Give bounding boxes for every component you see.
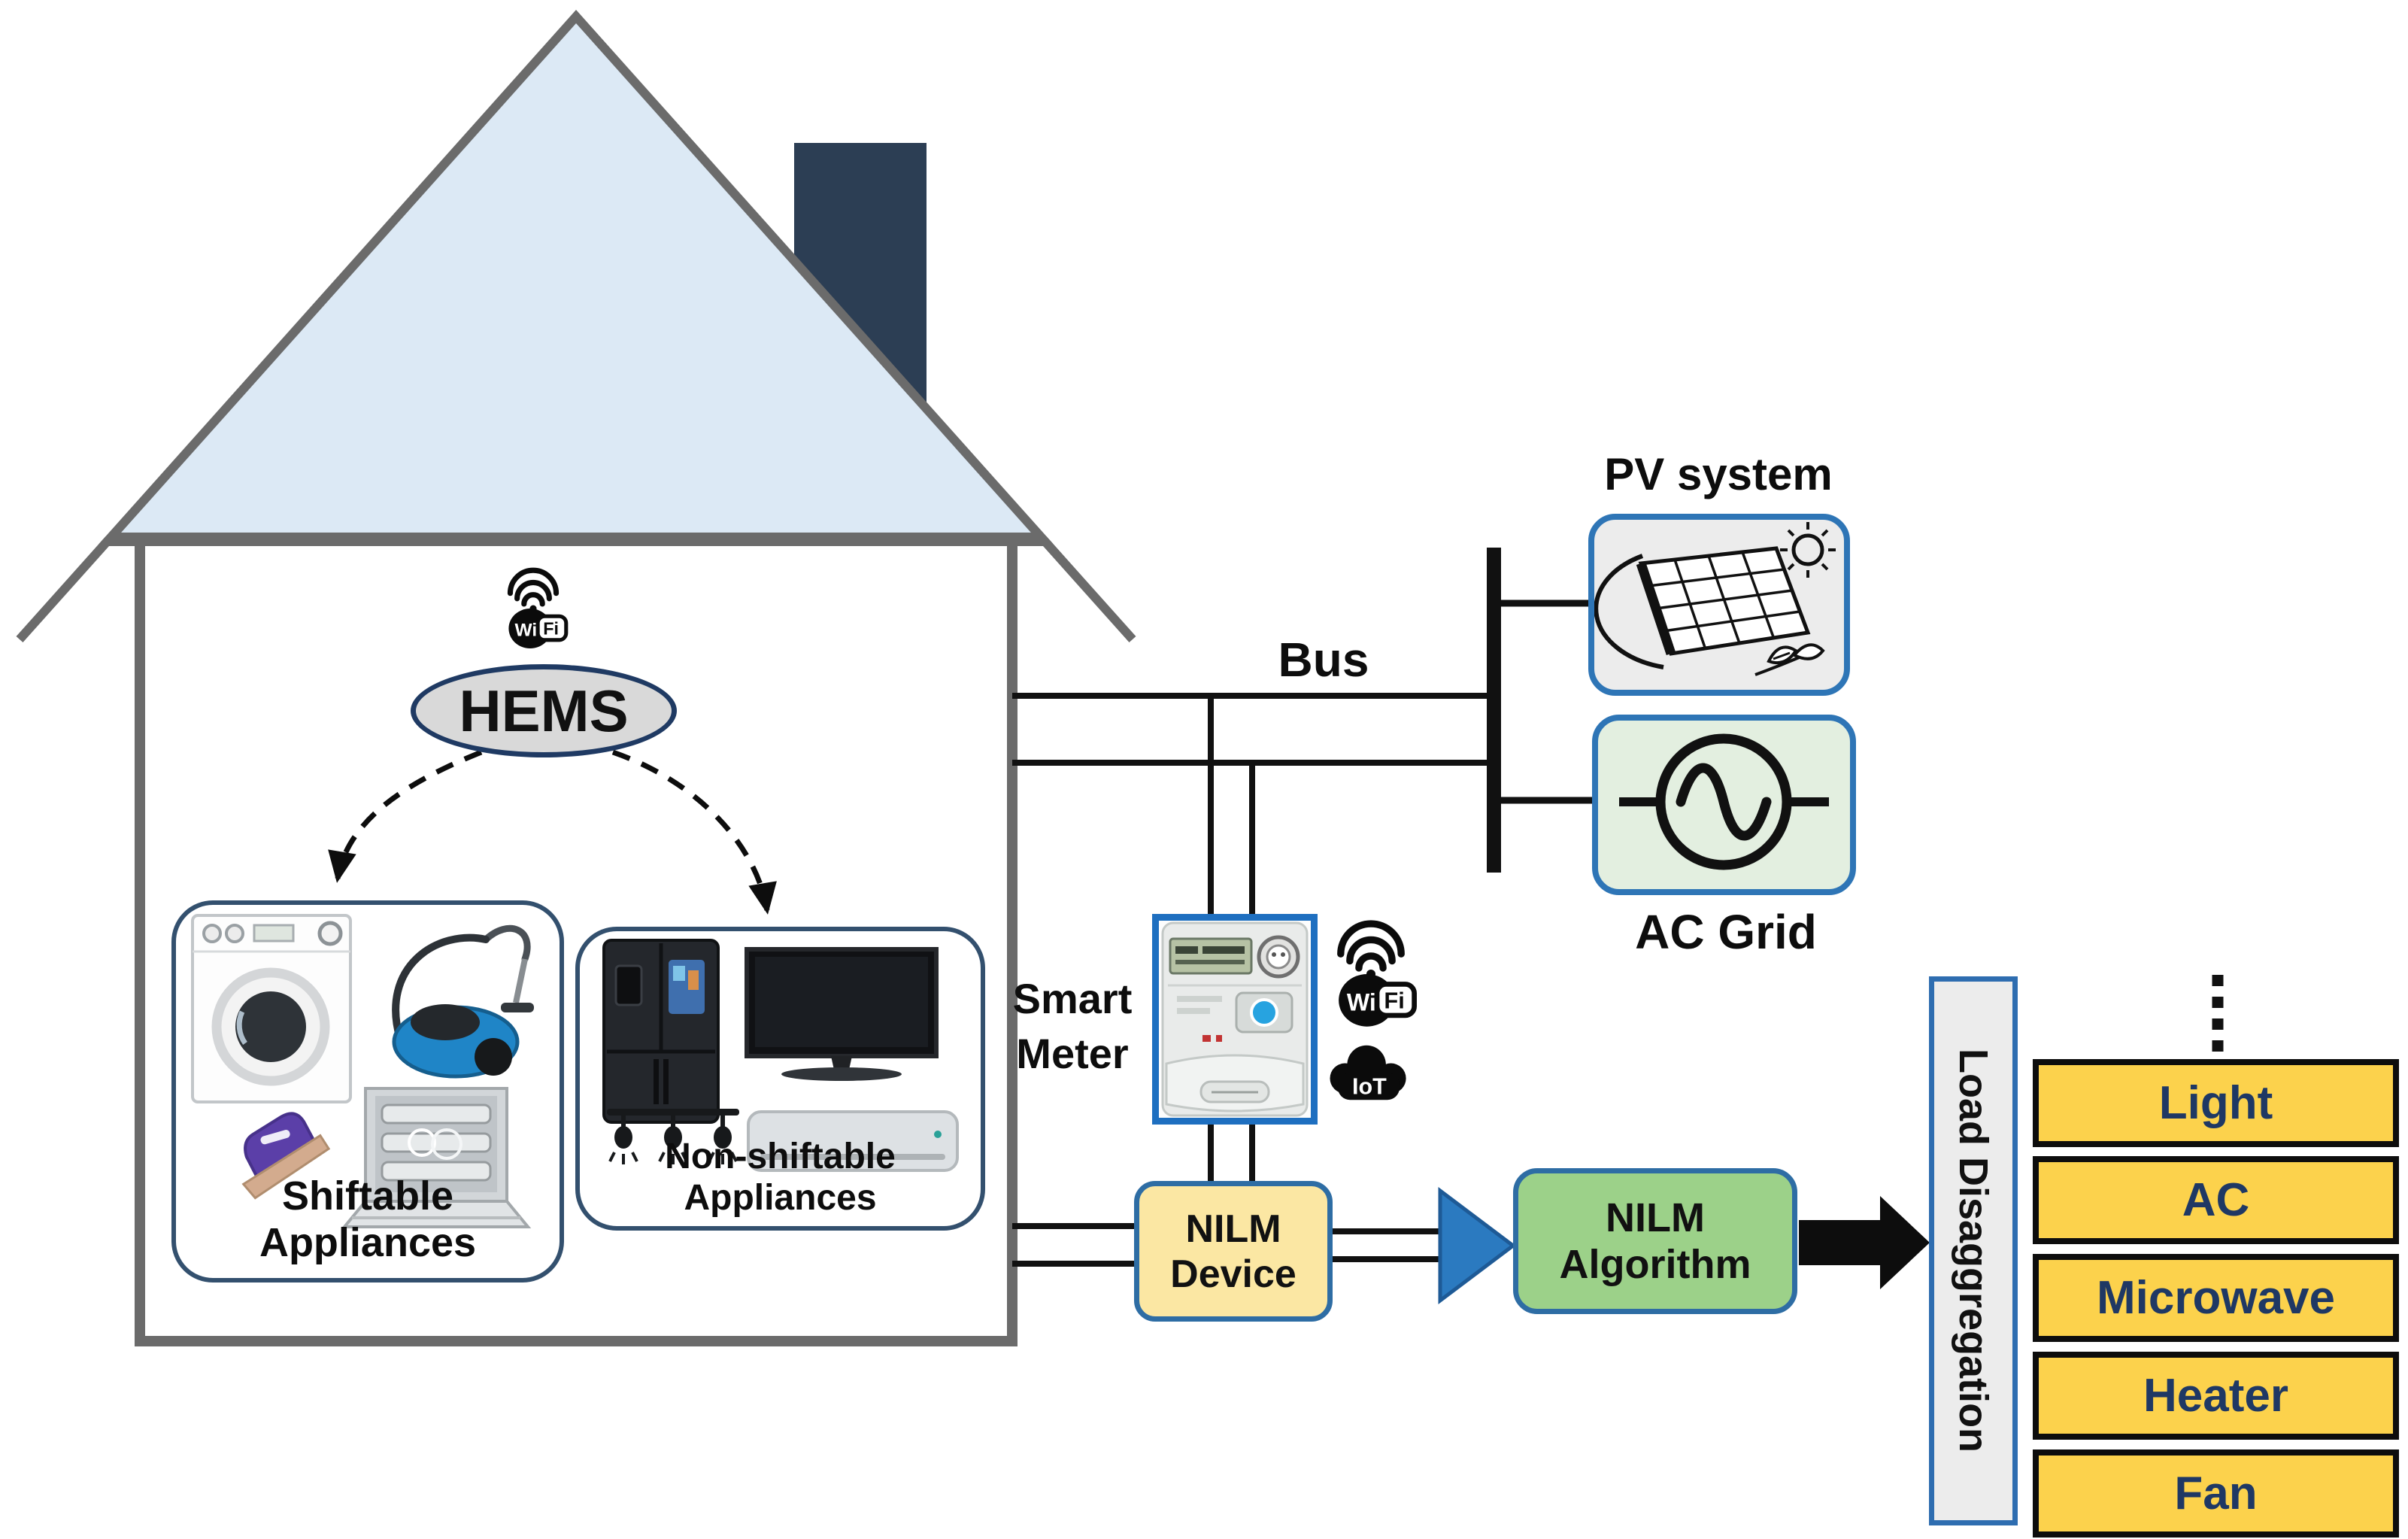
hems-label: HEMS	[459, 677, 629, 744]
smart-meter-box	[1152, 914, 1318, 1125]
nilm-device-box: NILM Device	[1134, 1181, 1333, 1322]
pv-system-box	[1588, 514, 1850, 696]
ac-sine-wave-icon	[1619, 733, 1829, 870]
output-heater: Heater	[2033, 1352, 2399, 1440]
output-microwave-label: Microwave	[2096, 1272, 2336, 1324]
wifi-icon: Wi Fi	[1337, 920, 1417, 1027]
hems-arrow-right	[611, 749, 777, 915]
panel-grid	[1636, 546, 1811, 656]
output-light-label: Light	[2158, 1077, 2273, 1129]
black-arrow	[1799, 1196, 1930, 1289]
smart-meter-label-line2: Meter	[1016, 1029, 1129, 1077]
solar-panel-icon	[1594, 522, 1836, 676]
nilm-algorithm-line2: Algorithm	[1559, 1242, 1751, 1287]
nonshiftable-appliances-box: Non-shiftable Appliances	[575, 927, 985, 1231]
roof-eave-right	[1039, 536, 1136, 643]
nonshiftable-label: Non-shiftable Appliances	[665, 1137, 896, 1218]
pv-system-label: PV system	[1604, 449, 1833, 499]
roof-eave-left	[16, 536, 113, 643]
blue-arrow	[1438, 1186, 1517, 1305]
bus-label: Bus	[1278, 633, 1369, 687]
dishwasher-icon	[341, 1087, 532, 1228]
washing-machine-icon	[191, 914, 352, 1103]
ac-grid-box	[1592, 715, 1856, 895]
nilm-algorithm-box: NILM Algorithm	[1513, 1168, 1797, 1314]
ceiling-lights-icon	[607, 1109, 739, 1164]
iron-icon	[241, 1112, 331, 1200]
wifi-icon: Wi Fi	[507, 567, 569, 648]
shiftable-appliances-box: Shiftable Appliances	[171, 900, 564, 1282]
output-ac-label: AC	[2182, 1174, 2250, 1226]
bus-bar	[1487, 548, 1501, 873]
wifi-fi-text: Fi	[1384, 988, 1404, 1014]
load-disaggregation-label: Load Disaggregation	[1951, 1049, 1996, 1453]
nilm-device-line2: Device	[1170, 1252, 1296, 1296]
load-disaggregation-box: Load Disaggregation	[1929, 976, 2018, 1525]
iot-text: IoT	[1352, 1074, 1387, 1100]
wifi-fi-text: Fi	[543, 619, 559, 639]
wifi-wi-text: Wi	[515, 621, 538, 641]
smart-meter-image	[1161, 921, 1309, 1117]
output-fan-label: Fan	[2174, 1468, 2258, 1519]
nilm-algorithm-line1: NILM	[1606, 1195, 1705, 1240]
output-ac: AC	[2033, 1156, 2399, 1244]
iot-cloud-icon: IoT	[1330, 1045, 1406, 1100]
smart-meter-label-line1: Smart	[1012, 975, 1133, 1022]
hems-arrow-left	[328, 749, 483, 883]
wifi-wi-text: Wi	[1347, 988, 1376, 1015]
sun-rays	[1780, 522, 1836, 578]
nonshiftable-appliances-art	[602, 939, 959, 1172]
output-fan: Fan	[2033, 1449, 2399, 1537]
shiftable-appliances-art	[191, 914, 534, 1228]
leaves	[1754, 643, 1825, 676]
shiftable-label: Shiftable Appliances	[259, 1173, 477, 1265]
vacuum-cleaner-icon	[392, 924, 534, 1079]
output-microwave: Microwave	[2033, 1254, 2399, 1342]
nilm-device-line1: NILM	[1185, 1207, 1281, 1251]
hems-node: HEMS	[411, 664, 677, 757]
smart-meter-label: Smart Meter	[1000, 972, 1145, 1082]
output-heater-label: Heater	[2143, 1370, 2288, 1422]
ac-grid-label: AC Grid	[1635, 905, 1817, 959]
output-light: Light	[2033, 1059, 2399, 1147]
refrigerator-icon	[602, 939, 720, 1124]
tv-icon	[745, 947, 939, 1081]
air-conditioner-icon	[747, 1110, 959, 1172]
